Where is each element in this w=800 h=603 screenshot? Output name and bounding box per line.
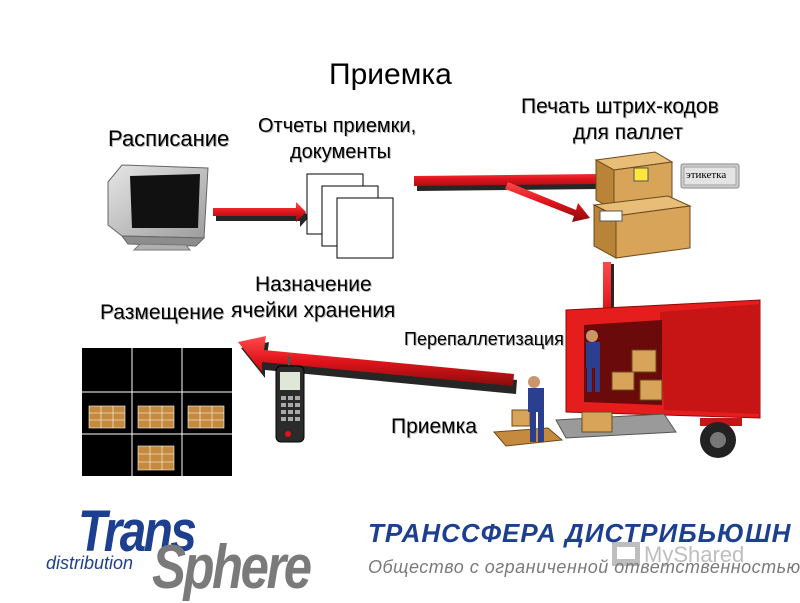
arrow-receiving-to-placement — [238, 336, 517, 394]
assignment-label-line2: ячейки хранения — [231, 299, 396, 322]
pallet-icon — [88, 405, 126, 429]
pallet-icon — [137, 405, 175, 429]
logo-sphere-text: Sphere — [152, 533, 312, 602]
receiving-label: Приемка — [391, 415, 477, 438]
worker-receiving-icon — [492, 376, 564, 447]
watermark-text: MyShared — [644, 542, 745, 567]
schedule-label: Расписание — [108, 126, 230, 151]
barcode-label-line1: Печать штрих-кодов — [521, 95, 719, 118]
company-name: ТРАНССФЕРА ДИСТРИБЬЮШН — [368, 518, 792, 548]
barcode-scanner-icon — [275, 356, 305, 443]
documents-stack-icon — [306, 173, 394, 259]
reports-label-line2: документы — [290, 141, 391, 163]
arrow-reports-to-barcode — [414, 168, 615, 195]
tag-label: этикетка — [686, 169, 727, 181]
barcode-label-line2: для паллет — [573, 121, 683, 144]
company-form: Общество с ограниченной ответственностью — [368, 557, 800, 577]
assignment-label-line1: Назначение — [255, 273, 372, 296]
logo-trans-text: Trans — [78, 499, 197, 564]
logo-distribution-text: distribution — [46, 553, 134, 573]
computer-monitor-icon — [107, 164, 209, 251]
repalletize-label: Перепаллетизация — [404, 329, 564, 349]
label-tag-icon — [680, 163, 740, 189]
pallet-icon — [187, 405, 225, 429]
placement-label: Размещение — [100, 301, 225, 324]
page-title: Приемка — [329, 58, 452, 91]
arrow-reports-to-pallet — [505, 182, 590, 222]
pallet-icon — [137, 445, 175, 471]
arrow-schedule-to-reports — [213, 202, 309, 227]
watermark-logo-icon — [612, 542, 640, 566]
storage-cells-grid — [82, 348, 232, 476]
reports-label-line1: Отчеты приемки, — [258, 115, 417, 137]
cardboard-boxes-icon — [592, 151, 692, 259]
delivery-truck-icon — [555, 299, 761, 458]
